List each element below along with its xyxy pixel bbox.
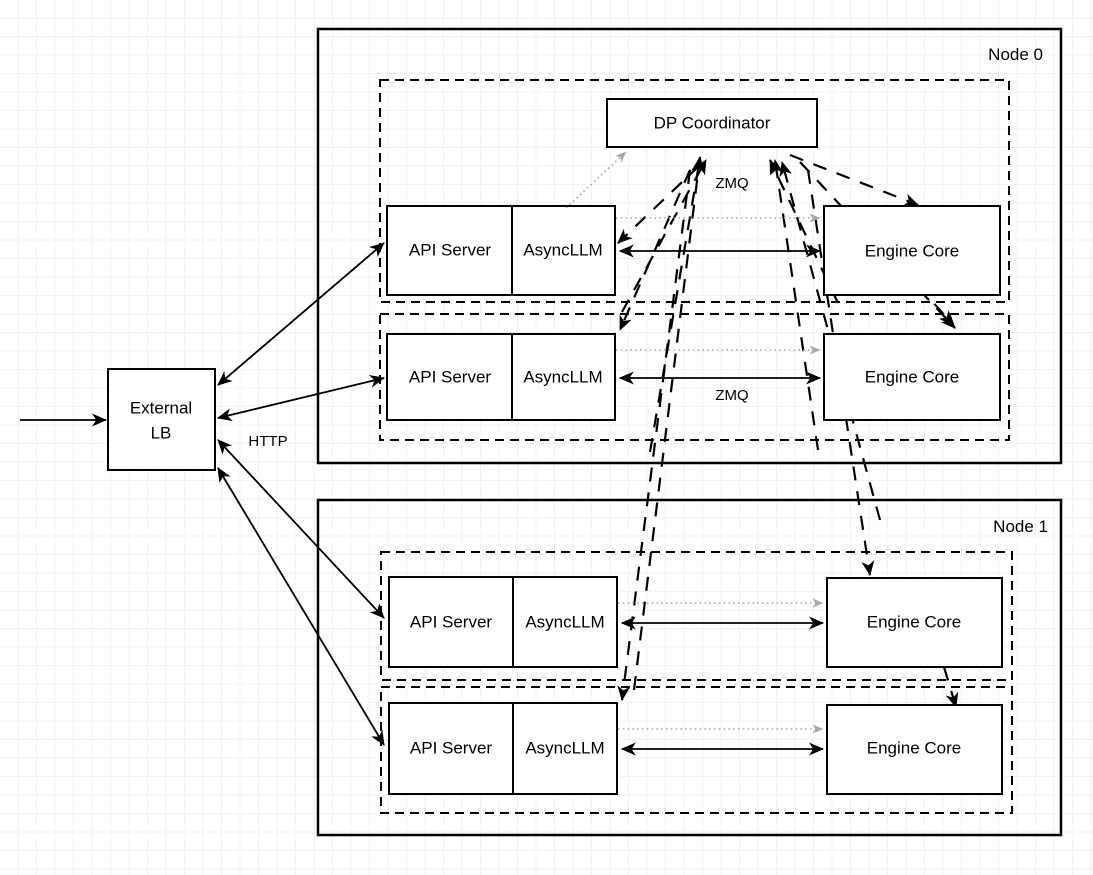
- dp-coordinator-box[interactable]: DP Coordinator: [606, 98, 818, 148]
- dashed-link-coordinator-to-n0r1-asyncllm: [617, 164, 701, 244]
- n0r1-apiserver-asyncllm-rect[interactable]: [386, 205, 616, 296]
- http-label: HTTP: [248, 433, 287, 450]
- n0r1-engine-core-label: Engine Core: [865, 241, 960, 260]
- external-lb-box[interactable]: External LB: [107, 368, 216, 471]
- dashed-link-n1r1-to-n1r2-enginecore: [942, 666, 959, 708]
- dp-coordinator-label: DP Coordinator: [654, 113, 771, 132]
- node-1-label: Node 1: [993, 517, 1048, 536]
- n1-replica-1: API Server AsyncLLM Engine Core: [388, 576, 1003, 668]
- node-0-replica-1-group: [379, 79, 1010, 303]
- http-edge-lb-n1r2: [217, 466, 385, 746]
- node-1-replica-1-group: [380, 551, 1013, 681]
- dashed-link-n1r1-asyncllm-to-coordinator: [632, 156, 705, 691]
- n1r2-enginecore-rect[interactable]: [826, 704, 1003, 795]
- dashed-link-n0r1-asyncllm-to-coordinator: [621, 159, 707, 313]
- dashed-link-n0r2-enginecore-to-coordinator: [770, 159, 820, 451]
- n1r2-api-server-label: API Server: [410, 738, 493, 757]
- n0-replica-1: API Server AsyncLLM Engine Core: [386, 151, 1001, 296]
- n1r1-enginecore-rect[interactable]: [826, 577, 1003, 668]
- n1r2-engine-core-label: Engine Core: [867, 738, 962, 757]
- n1r1-api-server-label: API Server: [410, 612, 493, 631]
- external-lb-rect[interactable]: [107, 368, 216, 471]
- n0r2-async-llm-label: AsyncLLM: [523, 367, 602, 386]
- external-lb-label-line1: External: [130, 398, 192, 417]
- n0r1-enginecore-rect[interactable]: [823, 205, 1001, 296]
- n1r2-async-llm-label: AsyncLLM: [525, 738, 604, 757]
- n0r2-apiserver-asyncllm-rect[interactable]: [386, 333, 616, 421]
- http-edges: HTTP: [216, 242, 385, 746]
- n0r1-async-llm-label: AsyncLLM: [523, 240, 602, 259]
- zmq-label-top: ZMQ: [715, 175, 748, 192]
- node-1-replica-2-group: [380, 686, 1013, 814]
- n1r1-engine-core-label: Engine Core: [867, 612, 962, 631]
- n0r1-api-server-label: API Server: [409, 240, 492, 259]
- http-edge-lb-n0r2: [216, 374, 385, 422]
- n1r1-apiserver-asyncllm-rect[interactable]: [388, 576, 618, 668]
- n1-replica-2: API Server AsyncLLM Engine Core: [388, 702, 1003, 795]
- n0r2-api-server-label: API Server: [409, 367, 492, 386]
- n1r2-apiserver-asyncllm-rect[interactable]: [388, 702, 618, 795]
- n0r2-engine-core-label: Engine Core: [865, 367, 960, 386]
- dp-coordinator-rect[interactable]: [606, 98, 818, 148]
- http-edge-lb-n0r1: [217, 242, 385, 386]
- n0r1-dotted-edge-to-coordinator: [565, 151, 627, 209]
- zmq-label-bottom: ZMQ: [715, 387, 748, 404]
- node-0-label: Node 0: [988, 45, 1043, 64]
- n0-replica-2: API Server AsyncLLM Engine Core ZMQ: [386, 333, 1001, 421]
- external-lb-label-line2: LB: [151, 423, 172, 442]
- n0r2-enginecore-rect[interactable]: [823, 333, 1001, 421]
- n1r1-async-llm-label: AsyncLLM: [525, 612, 604, 631]
- http-edge-lb-n1r1: [217, 439, 385, 619]
